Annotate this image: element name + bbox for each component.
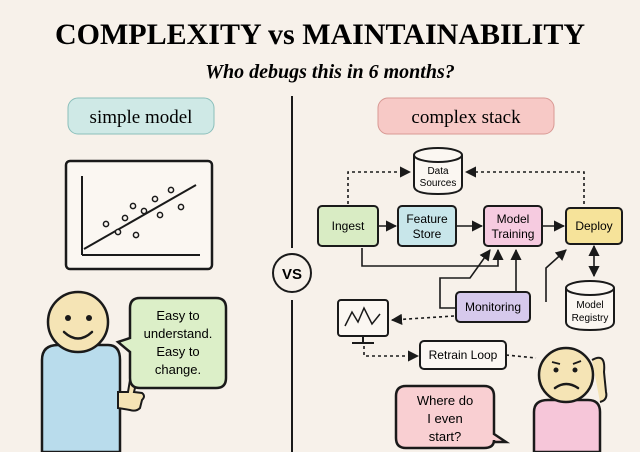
data-sources-line-1: Data xyxy=(427,166,449,177)
simple-model-label-box xyxy=(67,97,215,135)
happy-person-icon xyxy=(40,290,145,452)
ingest-label: Ingest xyxy=(332,219,365,233)
data-sources-line-2: Sources xyxy=(420,178,457,189)
confused-bubble-line-2: I even xyxy=(427,411,462,426)
vs-circle xyxy=(272,253,312,293)
retrain-to-person-link xyxy=(505,354,537,359)
monitoring-node xyxy=(455,291,531,323)
arrow-screen-to-retrain xyxy=(363,346,420,362)
feature-store-line-2: Store xyxy=(413,227,442,241)
model-registry-line-1: Model xyxy=(576,300,603,311)
vs-label: VS xyxy=(282,266,302,283)
page-title: COMPLEXITY vs MAINTAINABILITY xyxy=(55,18,585,51)
confused-speech-bubble: Where do I even start? xyxy=(394,384,511,450)
confused-bubble-line-3: start? xyxy=(429,429,462,444)
scatter-plot-icon xyxy=(64,159,214,271)
arrow-ingest-to-data-sources xyxy=(347,166,412,204)
page-subtitle: Who debugs this in 6 months? xyxy=(205,61,455,83)
easy-bubble-line-4: change. xyxy=(155,362,201,377)
retrain-loop-label: Retrain Loop xyxy=(429,348,498,362)
complex-stack-label: complex stack xyxy=(411,107,521,128)
arrow-ingest-to-training-lower xyxy=(361,248,504,267)
deploy-node xyxy=(565,207,623,245)
model-training-line-1: Model xyxy=(497,212,530,226)
complex-stack-label-box xyxy=(377,97,555,135)
model-registry-line-2: Registry xyxy=(572,313,609,324)
easy-bubble-line-2: understand. xyxy=(144,326,213,341)
confused-bubble-line-1: Where do xyxy=(417,393,473,408)
feature-store-line-1: Feature xyxy=(406,212,448,226)
confused-person-icon xyxy=(532,346,608,452)
pipeline-connectors xyxy=(347,166,600,362)
deploy-label: Deploy xyxy=(575,219,612,233)
model-registry-cylinder: Model Registry xyxy=(565,280,615,332)
arrow-monitoring-to-deploy xyxy=(545,249,567,302)
easy-bubble-line-3: Easy to xyxy=(156,344,199,359)
model-training-line-2: Training xyxy=(492,227,535,241)
data-sources-cylinder: Data Sources xyxy=(413,147,463,196)
easy-speech-bubble: Easy to understand. Easy to change. xyxy=(115,296,228,390)
arrow-monitoring-to-training xyxy=(439,249,491,309)
monitor-screen-icon xyxy=(337,299,389,344)
simple-model-label: simple model xyxy=(90,107,193,128)
monitoring-label: Monitoring xyxy=(465,300,521,314)
arrow-deploy-to-data-sources xyxy=(464,166,585,204)
arrow-monitoring-to-screen xyxy=(390,313,455,325)
easy-bubble-line-1: Easy to xyxy=(156,308,199,323)
